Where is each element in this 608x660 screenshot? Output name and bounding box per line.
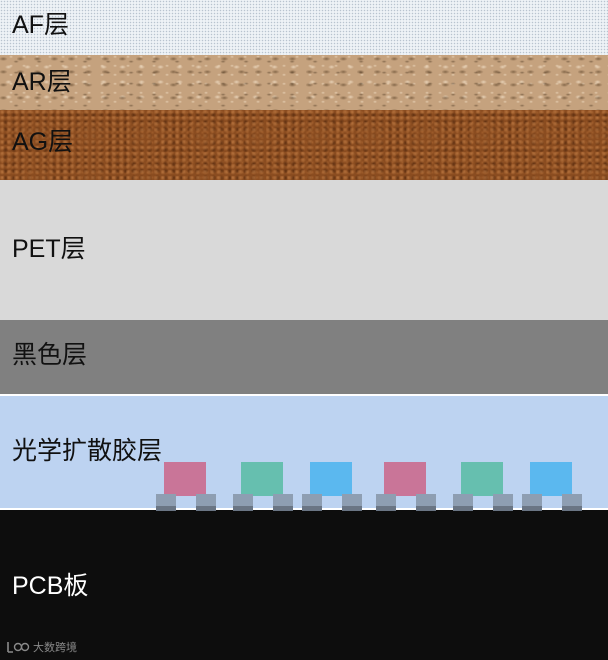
solder-pad	[376, 494, 396, 511]
diffuser-layer-label: 光学扩散胶层	[12, 437, 163, 465]
solder-pad	[493, 494, 513, 511]
solder-pad	[196, 494, 216, 511]
led-chip-green	[461, 462, 503, 496]
solder-pad	[233, 494, 253, 511]
solder-pad	[302, 494, 322, 511]
ar-layer: AR层	[0, 55, 608, 110]
ag-layer-label: AG层	[12, 128, 74, 156]
solder-pad	[273, 494, 293, 511]
pet-layer: PET层	[0, 180, 608, 320]
optical-diffusion-adhesive-layer: 光学扩散胶层	[0, 396, 608, 508]
pet-layer-label: PET层	[12, 235, 86, 263]
ag-layer: AG层	[0, 110, 608, 180]
black-layer: 黑色层	[0, 320, 608, 394]
solder-pad	[342, 494, 362, 511]
solder-pad	[156, 494, 176, 511]
led-chip-blue	[530, 462, 572, 496]
watermark: 大数跨境	[6, 639, 77, 655]
solder-pad	[453, 494, 473, 511]
af-layer-label: AF层	[12, 11, 69, 39]
watermark-text: 大数跨境	[33, 642, 77, 654]
af-layer: AF层	[0, 0, 608, 55]
solder-pad	[416, 494, 436, 511]
solder-pad	[522, 494, 542, 511]
pcb-label: PCB板	[12, 572, 89, 600]
black-layer-label: 黑色层	[12, 341, 88, 369]
layer-separator	[0, 394, 608, 396]
led-chip-blue	[310, 462, 352, 496]
led-chip-red	[164, 462, 206, 496]
solder-pad	[562, 494, 582, 511]
brand-logo-icon	[7, 642, 30, 653]
ar-layer-label: AR层	[12, 68, 72, 96]
led-chip-red	[384, 462, 426, 496]
led-chip-green	[241, 462, 283, 496]
pcb-board: PCB板	[0, 510, 608, 660]
